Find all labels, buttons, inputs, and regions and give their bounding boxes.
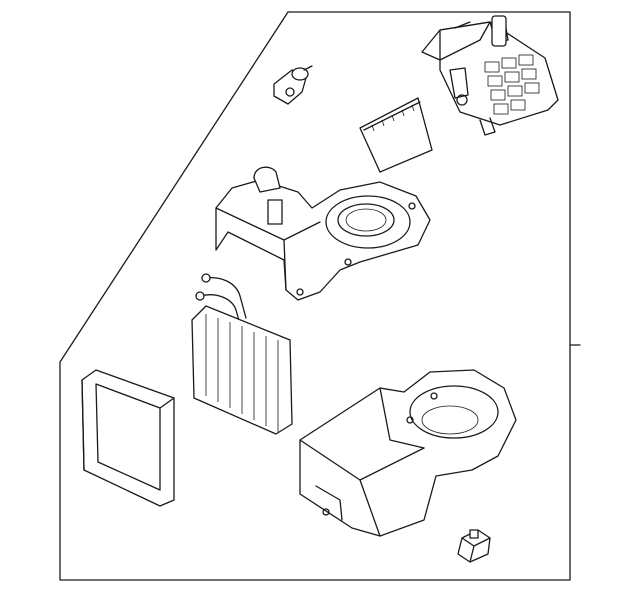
evaporator-core [191,273,293,435]
resistor-clip [457,529,491,563]
vacuum-actuator [273,65,313,105]
blower-motor-housing [421,15,559,136]
cabin-air-filter [359,97,433,173]
evaporator-case-upper [215,166,431,301]
diagram-frame [59,11,581,581]
blower-case-lower [299,369,517,537]
seal-gasket [81,369,175,507]
